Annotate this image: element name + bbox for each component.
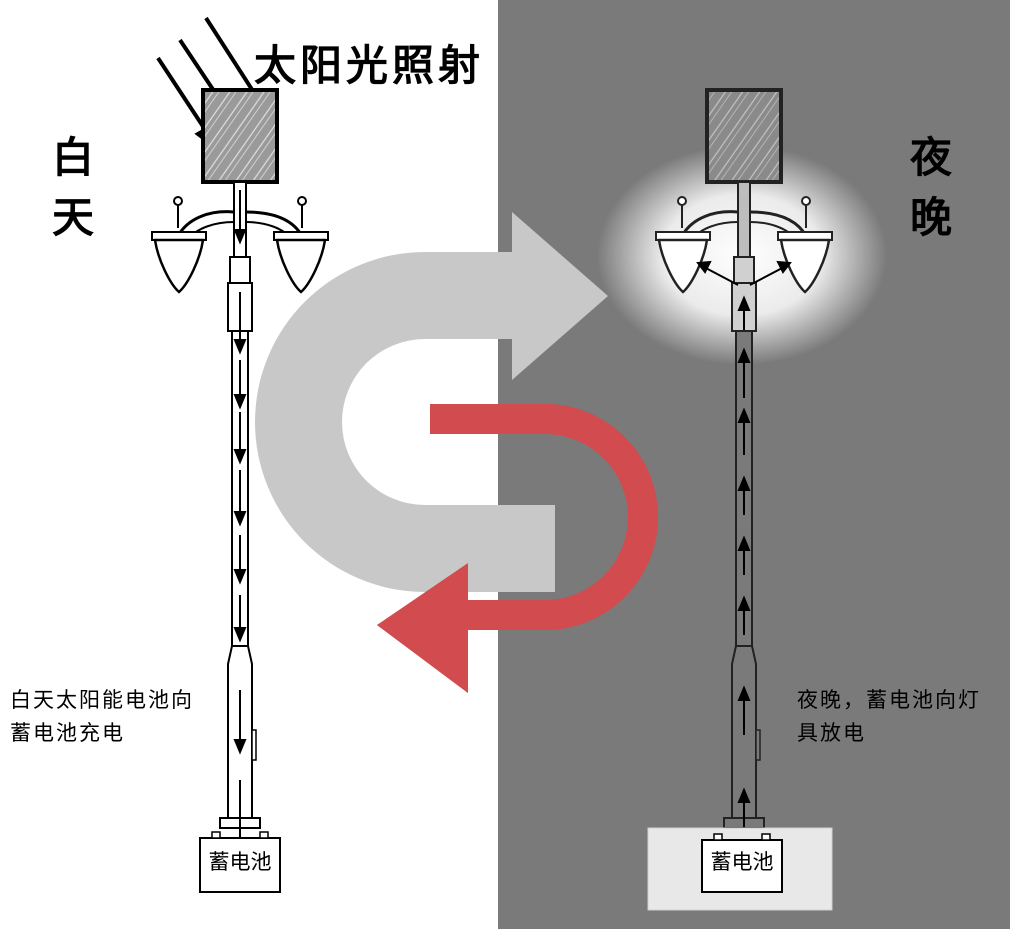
sunlight-label: 太阳光照射 [254, 41, 485, 90]
lamp-icon [151, 231, 207, 294]
night-streetlight [647, 88, 833, 911]
day-streetlight [151, 16, 329, 893]
battery-label-night: 蓄电池 [710, 850, 774, 874]
lamp-icon [273, 231, 329, 294]
lamp-icon [777, 231, 833, 294]
solar-panel-icon [201, 88, 279, 184]
solar-panel-icon [705, 88, 783, 184]
night-label: 夜晚 [910, 133, 953, 242]
day-caption: 白天太阳能电池向蓄电池充电 [10, 688, 194, 745]
battery-icon [199, 831, 281, 893]
gray-cycle-arrow [255, 212, 608, 592]
battery-icon [701, 833, 783, 893]
night-caption: 夜晚，蓄电池向灯具放电 [797, 688, 981, 745]
battery-label-day: 蓄电池 [208, 850, 272, 874]
day-label: 白天 [52, 133, 95, 242]
red-cycle-arrow-body [377, 404, 658, 693]
lamp-icon [655, 231, 711, 294]
